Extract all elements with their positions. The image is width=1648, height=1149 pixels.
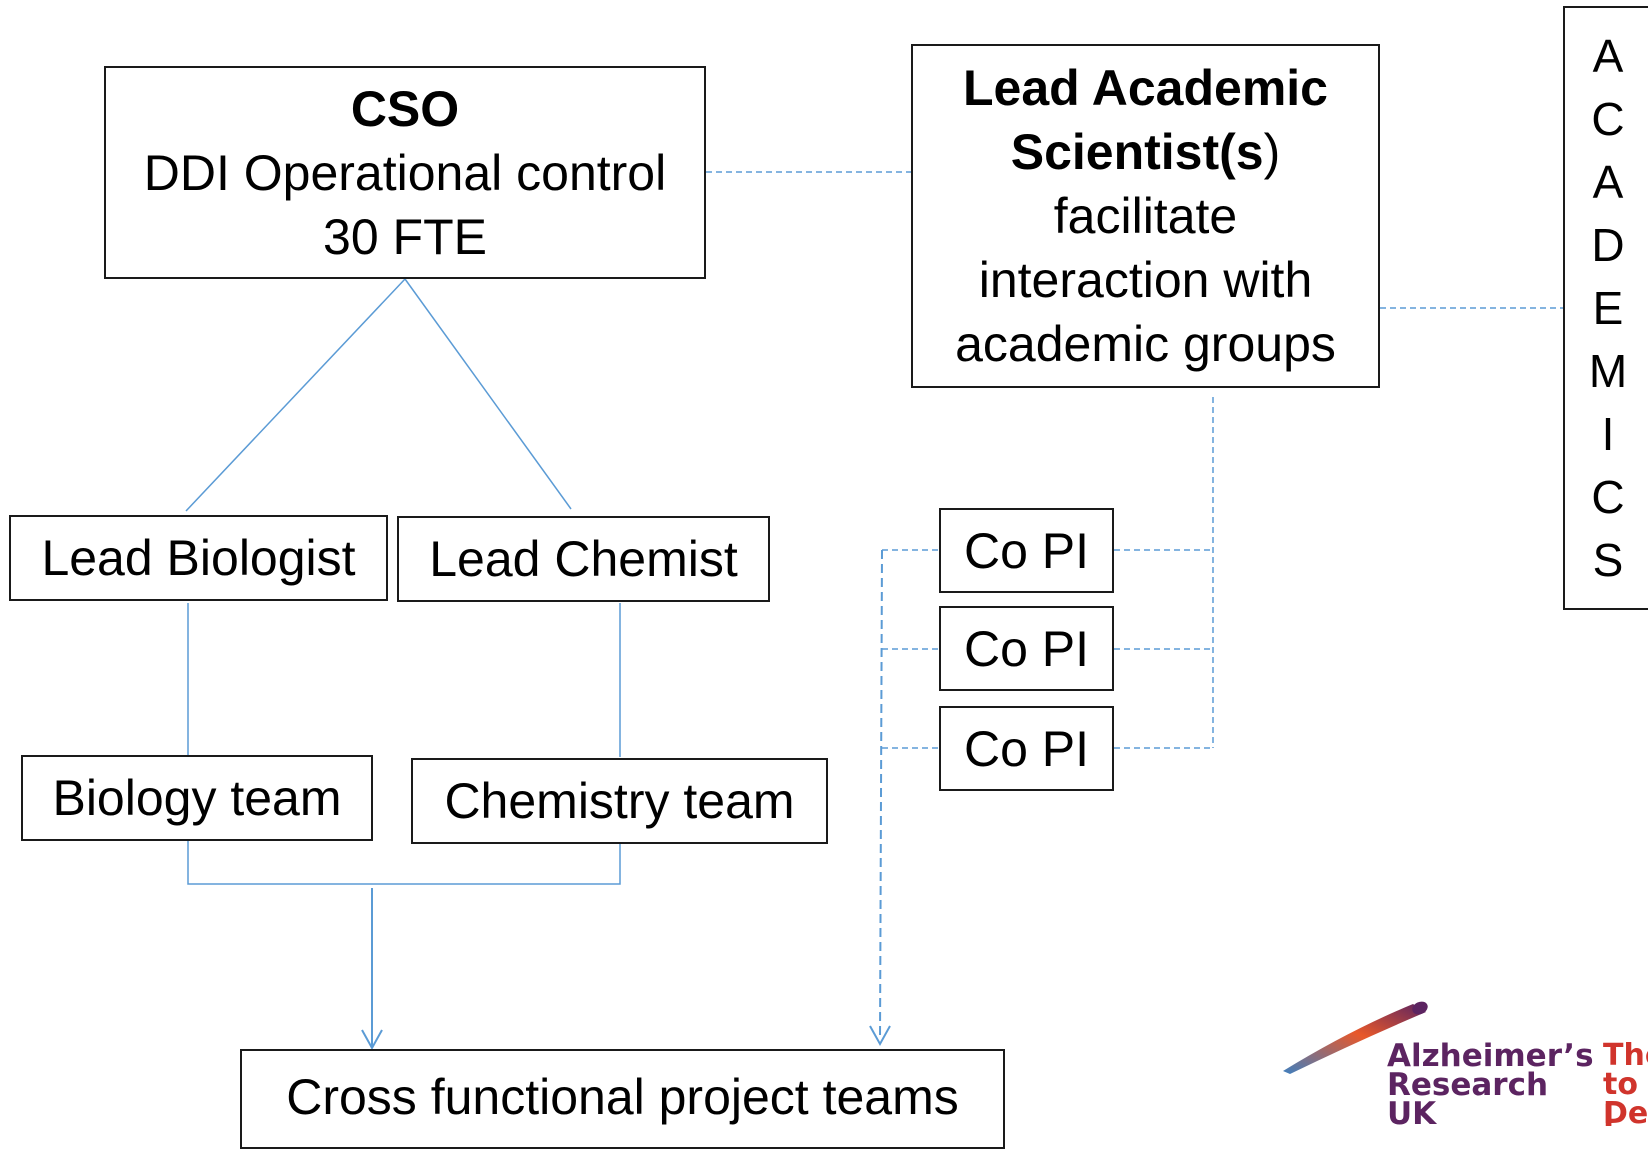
- lead-biologist-label: Lead Biologist: [41, 530, 356, 586]
- logo-partial-line3: Der: [1603, 1096, 1648, 1131]
- co-pi-box: Co PI: [939, 508, 1114, 593]
- academics-letter: A: [1592, 30, 1624, 82]
- lead-chemist-label: Lead Chemist: [429, 531, 738, 587]
- co-pi-box: Co PI: [939, 706, 1114, 791]
- logo-partial-line1: The: [1603, 1038, 1648, 1073]
- academics-letter: E: [1592, 282, 1624, 334]
- biology-team-box: Biology team: [21, 755, 373, 841]
- academics-letter: D: [1591, 219, 1625, 271]
- lead-academic-line3: facilitate: [1053, 188, 1238, 244]
- logo-alzheimers-line2: Research: [1387, 1067, 1549, 1103]
- chemistry-team-box: Chemistry team: [411, 758, 828, 844]
- cso-biologist-link: [185, 278, 406, 512]
- teams-arrowhead: [361, 1029, 383, 1051]
- logo-swoosh-tip: [1412, 1001, 1428, 1015]
- co-pi-label: Co PI: [963, 620, 1090, 677]
- lead-academic-title2: Scientist(s: [1010, 124, 1264, 180]
- academics-letter: C: [1591, 471, 1625, 523]
- co-pi-label: Co PI: [963, 720, 1090, 777]
- lead-biologist-box: Lead Biologist: [9, 515, 388, 601]
- lead-academic-title2-wrap: Scientist(s): [1011, 120, 1281, 184]
- co-pi-label: Co PI: [963, 522, 1090, 579]
- academics-letter: C: [1591, 93, 1625, 145]
- biology-team-label: Biology team: [52, 770, 342, 826]
- logo-alzheimers-line1: Alzheimer’s: [1387, 1038, 1594, 1074]
- cso-chemist-link: [404, 278, 572, 510]
- lead-academic-box: Lead Academic Scientist(s) facilitate in…: [911, 44, 1380, 388]
- lead-academic-line5: academic groups: [955, 316, 1336, 372]
- cross-functional-label: Cross functional project teams: [286, 1069, 959, 1125]
- academics-letter: S: [1592, 534, 1624, 586]
- copi-down-bus: [879, 549, 883, 1041]
- academics-letter: A: [1592, 156, 1624, 208]
- chemistry-team-label: Chemistry team: [444, 773, 795, 829]
- cso-line1: DDI Operational control: [143, 144, 667, 201]
- cso-title: CSO: [350, 80, 460, 137]
- cross-functional-box: Cross functional project teams: [240, 1049, 1005, 1149]
- academics-letter: I: [1601, 408, 1615, 460]
- cso-line2: 30 FTE: [323, 208, 487, 265]
- lead-academic-title2-paren: ): [1263, 124, 1281, 180]
- logo-alzheimers-line3: UK: [1387, 1096, 1437, 1132]
- logo-partial-line2: to I: [1603, 1067, 1638, 1134]
- cso-box: CSO DDI Operational control 30 FTE: [104, 66, 706, 279]
- academics-box: A C A D E M I C S: [1563, 6, 1648, 610]
- academics-letter: M: [1588, 345, 1628, 397]
- lead-academic-title1: Lead Academic: [963, 60, 1328, 116]
- teams-merge-link: [187, 839, 621, 885]
- lead-academic-line4: interaction with: [978, 252, 1313, 308]
- lead-chemist-box: Lead Chemist: [397, 516, 770, 602]
- copi-arrowhead: [869, 1025, 891, 1047]
- logo-swoosh: [1283, 1004, 1426, 1074]
- co-pi-box: Co PI: [939, 606, 1114, 691]
